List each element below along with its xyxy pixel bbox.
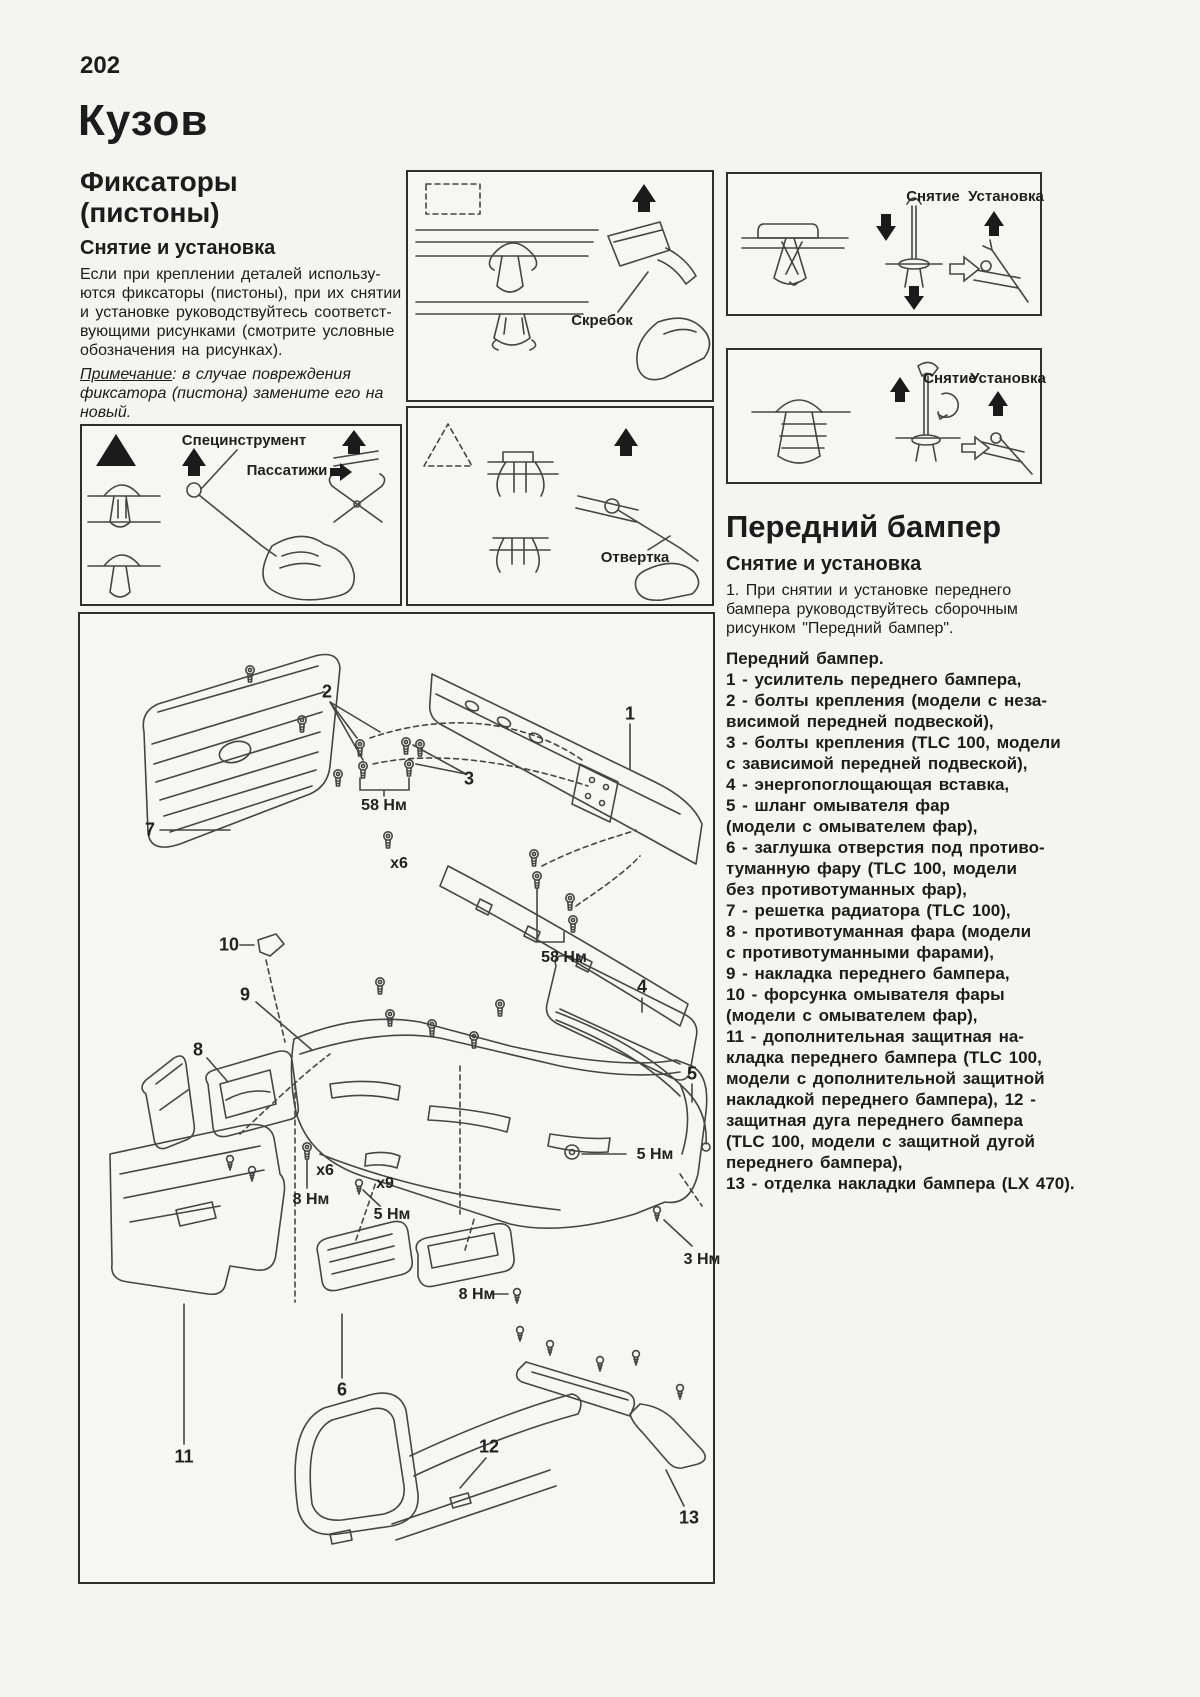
instruction-box-special-tool: Специнструмент Пассатижи xyxy=(80,424,402,606)
qty-x6-label: х6 xyxy=(316,1162,334,1179)
up-arrow-icon xyxy=(632,184,656,212)
callout-3: 3 xyxy=(463,768,475,789)
right-arrow-icon xyxy=(330,463,352,481)
page-title: Кузов xyxy=(78,96,209,145)
note-text: : в случае повреждения фиксатора (пистон… xyxy=(80,365,384,421)
removal-label: Снятие xyxy=(906,188,960,205)
screwdriver-label: Отвертка xyxy=(600,549,670,566)
callout-1: 1 xyxy=(624,703,636,724)
instruction-box-clip-1: Снятие Установка xyxy=(726,172,1044,316)
up-arrow-icon xyxy=(890,377,910,402)
special-tool-illustration xyxy=(87,430,386,601)
installation-label: Установка xyxy=(970,370,1046,387)
up-arrow-icon xyxy=(182,448,206,476)
page-number: 202 xyxy=(80,52,121,79)
fixators-note: Примечание: в случае повреждения фиксато… xyxy=(80,365,402,422)
torque-8nm-label: 8 Нм xyxy=(458,1286,496,1303)
up-arrow-icon xyxy=(614,428,638,456)
transition-arrow-icon xyxy=(949,255,981,283)
instruction-box-screwdriver: Отвертка xyxy=(406,406,714,606)
front-bumper-exploded-diagram: 2 1 3 58 Нм х6 58 Нм 7 10 9 8 4 5 х6 8 Н… xyxy=(78,612,720,1584)
qty-x9-label: х9 xyxy=(376,1175,394,1192)
fixators-subheading: Снятие и установка xyxy=(80,236,276,259)
down-arrow-icon xyxy=(876,214,896,241)
removal-label: Снятие xyxy=(923,370,977,387)
callout-7: 7 xyxy=(144,819,156,840)
up-arrow-icon xyxy=(984,211,1004,236)
transition-arrow-icon xyxy=(961,435,991,461)
callout-9: 9 xyxy=(239,984,251,1005)
torque-58nm-label: 58 Нм xyxy=(541,949,587,966)
exploded-view-drawing xyxy=(109,653,711,1545)
fixators-body: Если при креплении деталей использу- ютс… xyxy=(80,265,402,359)
instruction-box-scraper: Скребок xyxy=(406,170,714,402)
up-arrow-icon xyxy=(342,430,366,454)
section-fixators: Фиксаторы (пистоны) Снятие и установка Е… xyxy=(80,166,402,422)
installation-label: Установка xyxy=(968,188,1044,205)
front-bumper-heading: Передний бампер xyxy=(726,509,1002,544)
scraper-label: Скребок xyxy=(571,312,633,329)
torque-58nm-label: 58 Нм xyxy=(361,797,407,814)
clip-removal-illustration-1 xyxy=(741,197,1029,310)
callout-12: 12 xyxy=(478,1436,500,1457)
scraper-illustration xyxy=(415,183,711,381)
up-arrow-icon xyxy=(988,391,1008,416)
special-tool-label: Специнструмент xyxy=(181,432,307,449)
legend-rect-dashed-icon xyxy=(425,183,481,215)
torque-5nm-label: 5 Нм xyxy=(373,1206,411,1223)
note-label: Примечание xyxy=(80,365,173,383)
screwdriver-illustration xyxy=(423,423,700,602)
section-front-bumper: Передний бампер Снятие и установка 1. Пр… xyxy=(726,509,1130,638)
callout-13: 13 xyxy=(678,1507,700,1528)
torque-3nm-label: 3 Нм xyxy=(683,1251,721,1268)
callout-6: 6 xyxy=(336,1379,348,1400)
clip-removal-illustration-2 xyxy=(751,361,1033,475)
front-bumper-body: 1. При снятии и установке переднего бамп… xyxy=(726,581,1018,637)
qty-x6-label: х6 xyxy=(390,855,408,872)
pliers-label: Пассатижи xyxy=(246,462,328,479)
callout-10: 10 xyxy=(218,934,240,955)
down-arrow-icon xyxy=(904,286,924,310)
parts-list: Передний бампер. 1 - усилитель переднего… xyxy=(726,649,1075,1193)
instruction-box-clip-2: Снятие Установка xyxy=(726,348,1046,484)
callout-11: 11 xyxy=(174,1446,194,1467)
callout-5: 5 xyxy=(686,1063,698,1084)
fixators-heading: Фиксаторы (пистоны) xyxy=(80,166,238,229)
legend-triangle-solid-icon xyxy=(96,434,136,466)
legend-triangle-dashed-icon xyxy=(423,423,473,467)
callout-8: 8 xyxy=(192,1039,204,1060)
callout-2: 2 xyxy=(321,681,333,702)
torque-5nm-label: 5 Нм xyxy=(636,1146,674,1163)
front-bumper-subheading: Снятие и установка xyxy=(726,552,922,575)
torque-8nm-label: 8 Нм xyxy=(292,1191,330,1208)
callout-4: 4 xyxy=(636,976,648,997)
